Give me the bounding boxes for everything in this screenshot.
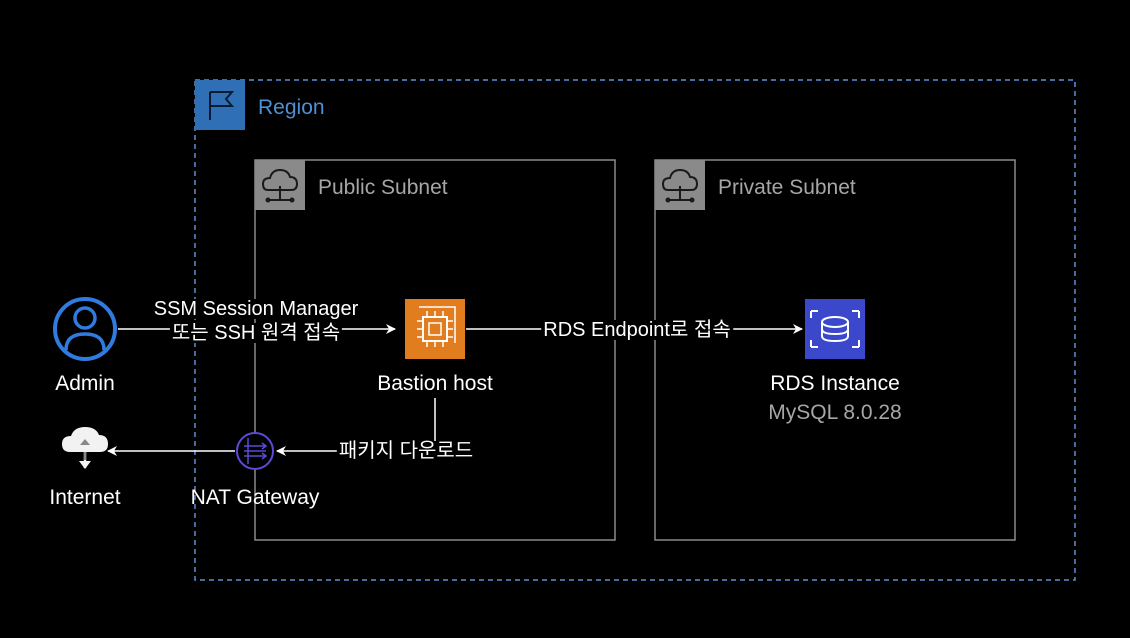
edge-label-package-download: 패키지 다운로드	[336, 440, 476, 462]
region-label: Region	[258, 96, 325, 119]
internet-cloud-icon	[62, 427, 108, 469]
edge-label-ssm-line1: SSM Session Manager	[151, 298, 361, 320]
internet-label: Internet	[49, 486, 121, 509]
public-subnet-label: Public Subnet	[318, 176, 448, 199]
rds-instance-label: RDS Instance	[770, 372, 900, 395]
flag-icon	[195, 80, 245, 130]
user-icon	[53, 297, 117, 361]
edge-label-ssm-line2: 또는 SSH 원격 접속	[169, 322, 343, 344]
private-subnet-label: Private Subnet	[718, 176, 856, 199]
cloud-network-icon	[255, 160, 305, 210]
public-subnet-border	[254, 159, 616, 541]
rds-engine-version-label: MySQL 8.0.28	[768, 401, 902, 424]
edge-label-rds-endpoint: RDS Endpoint로 접속	[541, 319, 733, 341]
private-subnet-border	[654, 159, 1016, 541]
bastion-host-label: Bastion host	[377, 372, 493, 395]
admin-label: Admin	[55, 372, 115, 395]
nat-gateway-icon	[236, 432, 274, 470]
rds-database-icon	[805, 299, 865, 359]
cloud-network-icon	[655, 160, 705, 210]
region-group-border	[194, 79, 1076, 581]
nat-gateway-label: NAT Gateway	[190, 486, 320, 509]
ec2-chip-icon	[405, 299, 465, 359]
